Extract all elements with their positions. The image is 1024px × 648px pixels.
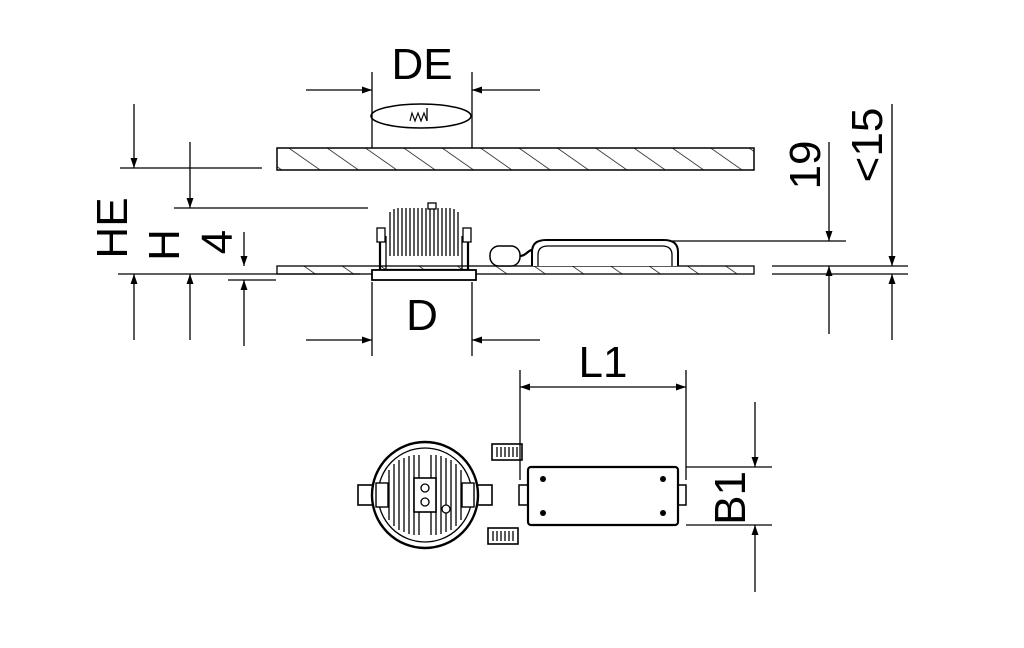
dimension-l1: L1 xyxy=(519,338,687,480)
downlight-side-view xyxy=(371,202,477,281)
label-4: 4 xyxy=(193,230,242,254)
dimension-4: 4 xyxy=(193,230,276,346)
driver-side-view xyxy=(489,239,846,267)
cutout-symbol xyxy=(370,103,472,129)
connector-top xyxy=(491,443,523,461)
heatsink-fins xyxy=(389,202,459,256)
dimension-he: HE xyxy=(88,104,360,340)
label-d: D xyxy=(406,291,438,340)
dimension-b1: B1 xyxy=(686,402,772,592)
label-h: H xyxy=(140,229,189,261)
downlight-top-view xyxy=(357,440,493,550)
connector-bottom xyxy=(487,527,519,545)
driver-top-view xyxy=(518,465,687,527)
label-b1: B1 xyxy=(706,471,755,525)
label-he: HE xyxy=(88,197,137,258)
lower-ceiling-panel xyxy=(276,265,755,275)
dimension-d: D xyxy=(306,282,540,356)
label-lt15: <15 xyxy=(843,108,892,183)
upper-ceiling-slab xyxy=(276,147,755,171)
label-l1: L1 xyxy=(579,338,628,387)
label-de: DE xyxy=(391,40,452,89)
dimension-h: H xyxy=(140,142,368,340)
label-19: 19 xyxy=(781,141,830,190)
dimension-lt15: <15 xyxy=(843,104,896,340)
side-view: DE D HE H 4 xyxy=(88,40,908,356)
dimension-19: 19 xyxy=(781,141,833,334)
top-view: L1 B1 xyxy=(357,338,772,592)
dimension-de: DE xyxy=(306,40,540,148)
